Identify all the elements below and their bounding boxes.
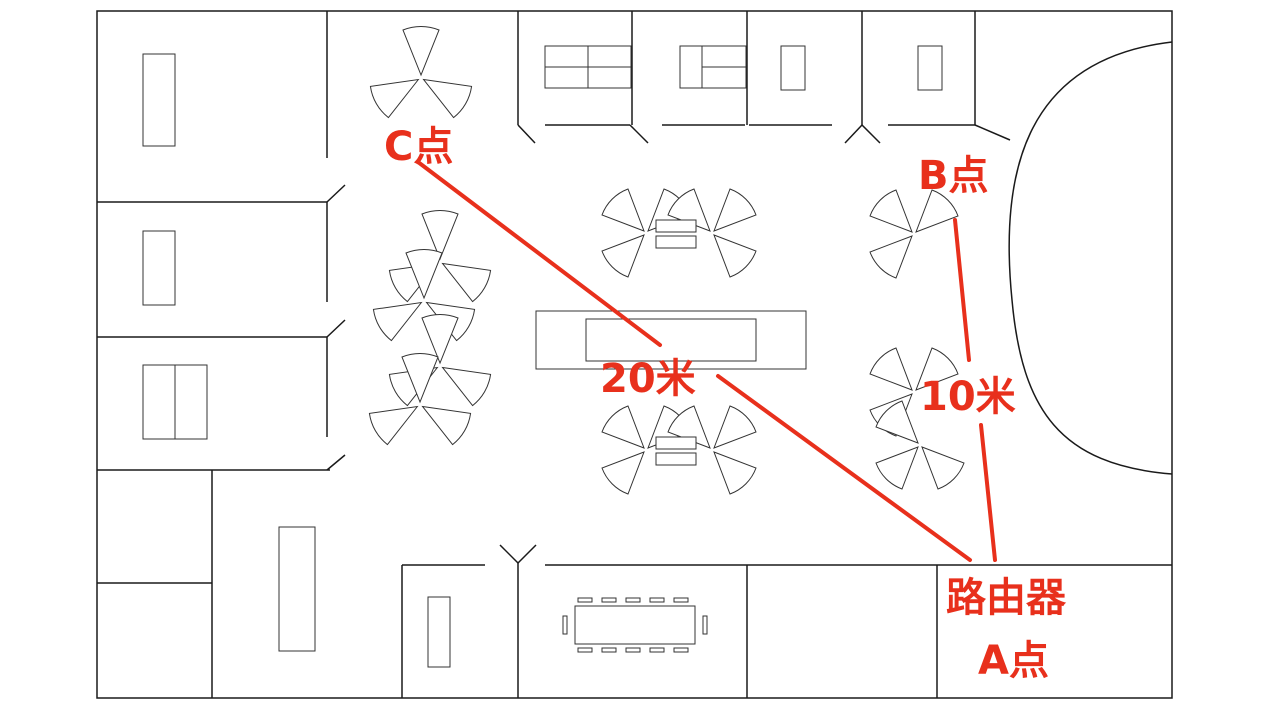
point-a-label: A点 bbox=[978, 638, 1049, 684]
workstation-pods bbox=[365, 25, 965, 495]
distance-ac-label: 20米 bbox=[600, 356, 696, 402]
walls bbox=[96, 10, 1173, 699]
line-b-to-a-upper bbox=[953, 218, 971, 362]
router-label: 路由器 bbox=[946, 575, 1066, 621]
distance-ab-label: 10米 bbox=[920, 374, 1016, 420]
line-c-to-a-upper bbox=[416, 160, 662, 347]
line-c-to-a-lower bbox=[716, 374, 972, 562]
room-furniture bbox=[142, 45, 943, 668]
line-b-to-a-lower bbox=[979, 423, 997, 562]
point-c-label: C点 bbox=[384, 124, 454, 170]
distance-lines bbox=[416, 160, 997, 562]
point-b-label: B点 bbox=[918, 153, 989, 199]
meeting-table bbox=[562, 597, 708, 653]
